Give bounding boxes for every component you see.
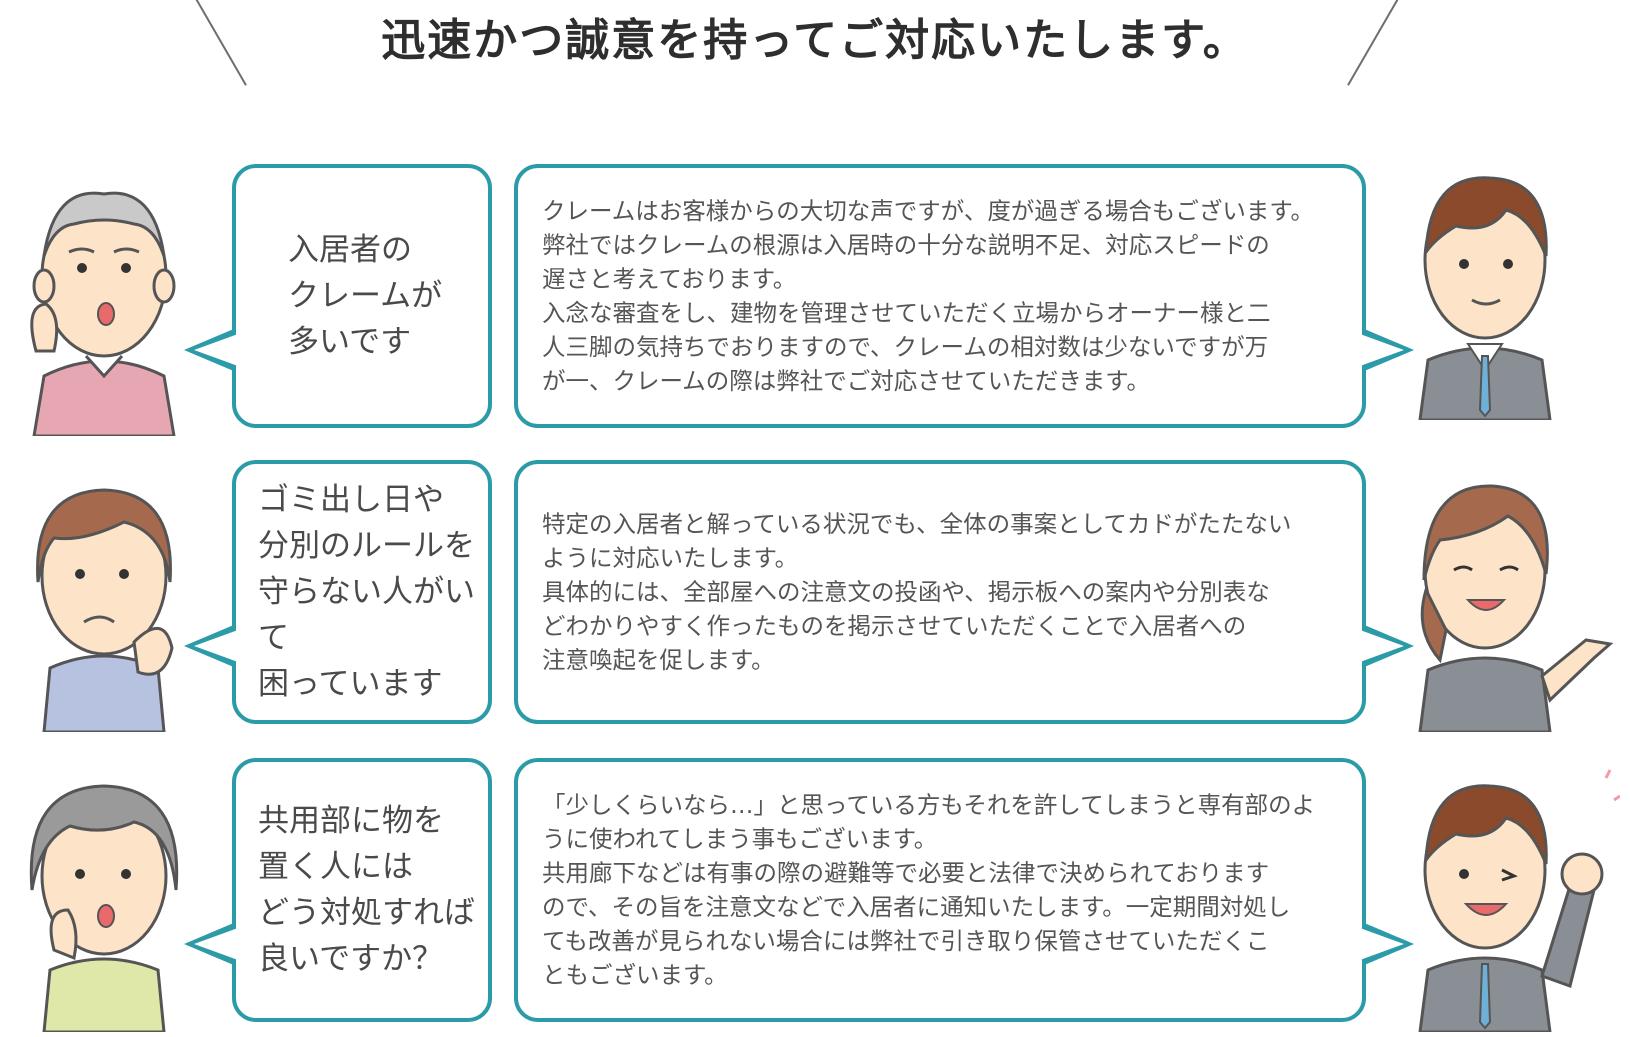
elderly-woman-illustration [14, 770, 194, 1032]
question-text: 共用部に物を 置く人には どう対処すれば 良いですか？ [258, 803, 475, 977]
answer-bubble-1: クレームはお客様からの大切な声ですが、度が過ぎる場合もございます。 弊社ではクレ… [514, 164, 1414, 428]
answer-text: 特定の入居者と解っている状況でも、全体の事案としてカドがたたない ように対応いた… [542, 510, 1292, 674]
question-bubble-1: 入居者の クレームが 多いです [184, 164, 492, 428]
confident-staff-man-illustration [1410, 766, 1620, 1032]
worried-woman-illustration [14, 472, 194, 732]
answer-text: 「少しくらいなら…」と思っている方もそれを許してしまうと専有部のよ うに使われて… [542, 791, 1316, 989]
staff-woman-illustration [1410, 470, 1620, 732]
page-header: 迅速かつ誠意を持ってご対応いたします。 [0, 0, 1630, 100]
staff-man-illustration [1410, 160, 1560, 420]
answer-bubble-3: 「少しくらいなら…」と思っている方もそれを許してしまうと専有部のよ うに使われて… [514, 758, 1414, 1022]
question-bubble-2: ゴミ出し日や 分別のルールを 守らない人がいて 困っています [184, 460, 492, 724]
question-text: 入居者の クレームが 多いです [288, 232, 443, 360]
elderly-man-illustration [14, 176, 194, 436]
question-bubble-3: 共用部に物を 置く人には どう対処すれば 良いですか？ [184, 758, 492, 1022]
answer-text: クレームはお客様からの大切な声ですが、度が過ぎる場合もございます。 弊社ではクレ… [542, 197, 1314, 395]
question-text: ゴミ出し日や 分別のルールを 守らない人がいて 困っています [258, 482, 475, 702]
answer-bubble-2: 特定の入居者と解っている状況でも、全体の事案としてカドがたたない ように対応いた… [514, 460, 1414, 724]
page-title: 迅速かつ誠意を持ってご対応いたします。 [381, 15, 1249, 66]
